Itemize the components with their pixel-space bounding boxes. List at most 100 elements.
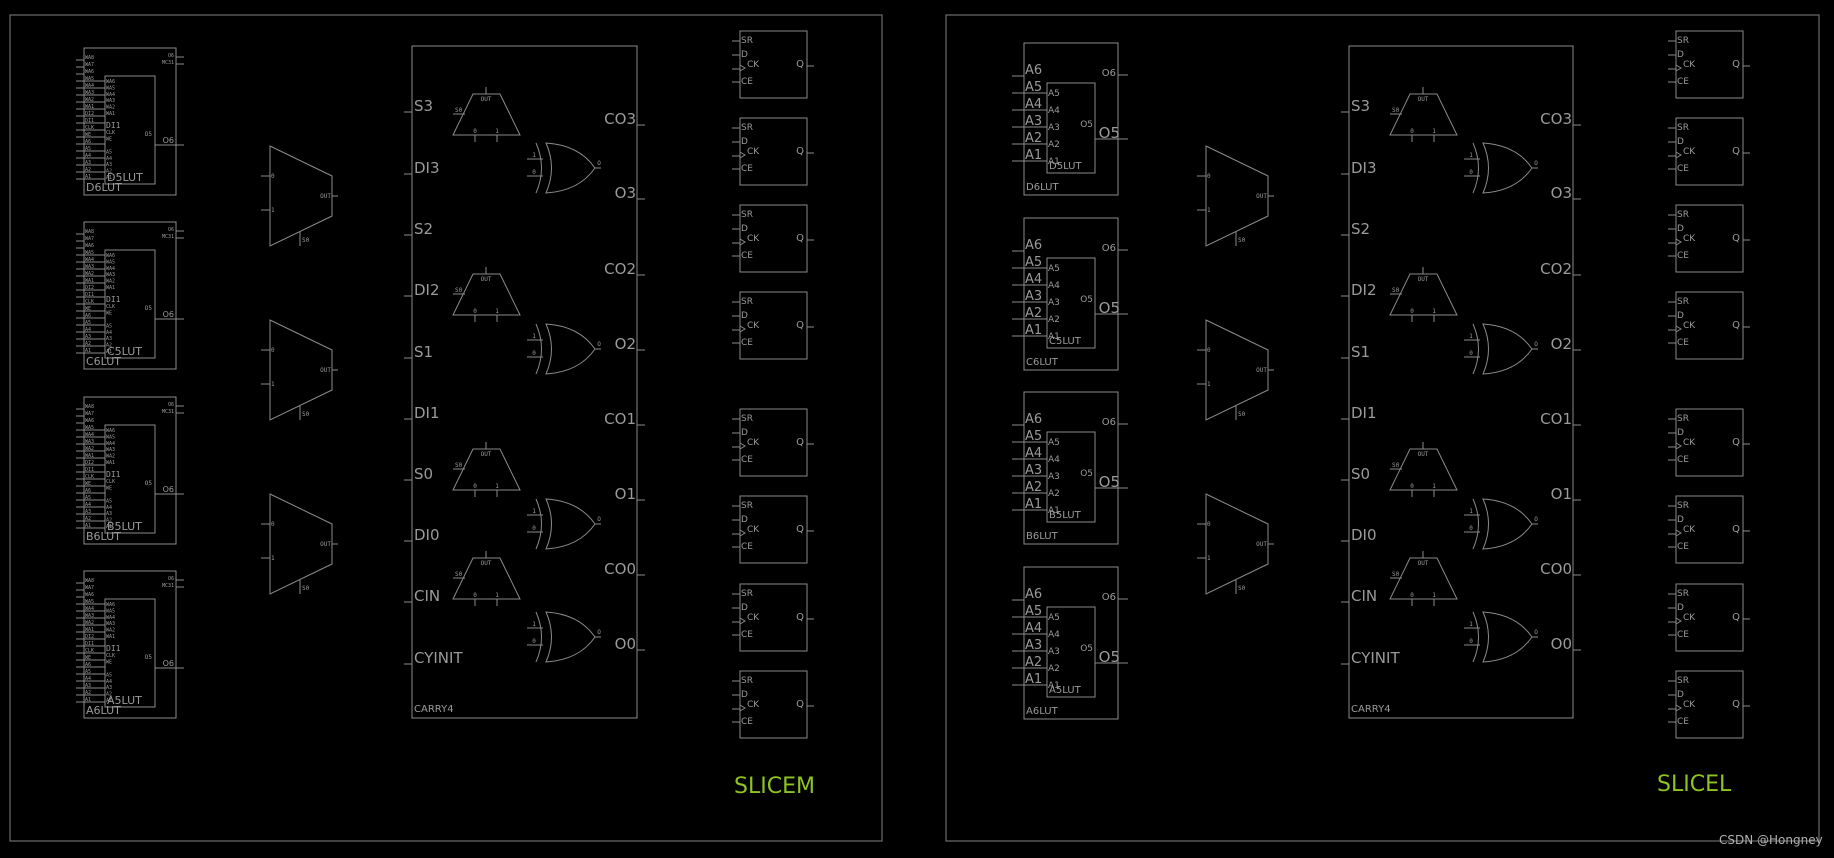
xor-shape xyxy=(545,142,596,194)
pin-label: S0 xyxy=(302,237,310,244)
pin-label: WA4 xyxy=(85,257,94,263)
pin-label: WA3 xyxy=(85,264,94,270)
pin-label: 0 xyxy=(532,350,536,357)
pin-label: S0 xyxy=(302,585,310,592)
pin-label: A5 xyxy=(106,323,112,329)
lut5-name: B5LUT xyxy=(107,520,142,533)
pin-label: DI1 xyxy=(85,641,94,647)
lut5-name: A5LUT xyxy=(107,694,142,707)
pin-label: 1 xyxy=(1207,555,1211,562)
lut5-box xyxy=(1046,82,1096,174)
pin-label: A5 xyxy=(85,146,91,152)
pin-label: A1 xyxy=(1048,157,1060,167)
pin-label: WA4 xyxy=(106,92,115,98)
pin-label: O0 xyxy=(615,635,636,653)
pin-label: CK xyxy=(1683,700,1696,710)
xor-back-curve xyxy=(1472,142,1479,194)
pin-label: O xyxy=(597,160,601,167)
pin-label: A5 xyxy=(1025,604,1042,619)
pin-label: A6 xyxy=(85,313,91,319)
pin-label: A3 xyxy=(106,336,112,342)
pin-label: WA5 xyxy=(85,599,94,605)
pin-label: WE xyxy=(106,486,112,492)
pin-label: D xyxy=(741,137,748,147)
pin-label: 1 xyxy=(532,621,536,628)
pin-label: SR xyxy=(1677,676,1689,686)
pin-label: WA1 xyxy=(85,278,94,284)
lut5-name: C5LUT xyxy=(1049,336,1082,347)
flipflop-box xyxy=(1675,204,1744,273)
pin-label: CIN xyxy=(1351,587,1377,605)
pin-label: S0 xyxy=(1392,107,1400,114)
pin-label: WA8 xyxy=(85,55,94,61)
pin-label: WA2 xyxy=(85,271,94,277)
pin-label: WA6 xyxy=(106,79,115,85)
pin-label: 1 xyxy=(1432,308,1436,315)
clock-triangle-icon xyxy=(1675,64,1682,72)
pin-label: SR xyxy=(1677,210,1689,220)
pin-label: SR xyxy=(741,501,753,511)
pin-label: A2 xyxy=(85,341,91,347)
pin-label: O6 xyxy=(1102,417,1116,428)
pin-label: 1 xyxy=(495,483,499,490)
pin-label: O xyxy=(597,341,601,348)
flipflop-box xyxy=(739,583,808,652)
pin-label: WA7 xyxy=(85,236,94,242)
pin-label: A5 xyxy=(1048,264,1060,274)
pin-label: WA6 xyxy=(85,243,94,249)
pin-label: A5 xyxy=(85,495,91,501)
flipflop-box xyxy=(739,670,808,739)
pin-label: A2 xyxy=(1048,489,1060,499)
clock-triangle-icon xyxy=(1675,704,1682,712)
pin-label: O5 xyxy=(1099,299,1120,317)
pin-label: OUT xyxy=(1256,541,1267,548)
pin-label: O5 xyxy=(1080,469,1093,479)
pin-label: O6 xyxy=(168,576,174,582)
pin-label: A6 xyxy=(85,662,91,668)
clock-triangle-icon xyxy=(739,442,746,450)
pin-label: WA1 xyxy=(106,285,115,291)
pin-label: WA6 xyxy=(85,418,94,424)
pin-label: CIN xyxy=(414,587,440,605)
flipflop-box xyxy=(739,495,808,564)
pin-label: A2 xyxy=(1025,655,1042,670)
pin-label: 0 xyxy=(1410,308,1414,315)
pin-label: WA8 xyxy=(85,404,94,410)
pin-label: O5 xyxy=(145,305,153,312)
pin-label: WA6 xyxy=(85,69,94,75)
pin-label: S0 xyxy=(1238,237,1246,244)
pin-label: CLK xyxy=(85,648,94,654)
pin-label: CK xyxy=(747,234,760,244)
pin-label: A2 xyxy=(85,167,91,173)
pin-label: CO3 xyxy=(1540,110,1572,128)
pin-label: D xyxy=(741,311,748,321)
pin-label: A2 xyxy=(1048,315,1060,325)
pin-label: A2 xyxy=(1025,306,1042,321)
pin-label: WA5 xyxy=(85,250,94,256)
pin-label: S0 xyxy=(1392,287,1400,294)
pin-label: A4 xyxy=(1048,630,1060,640)
carry-mux xyxy=(1389,93,1458,136)
pin-label: WA8 xyxy=(85,578,94,584)
pin-label: CLK xyxy=(106,479,115,485)
clock-triangle-icon xyxy=(1675,442,1682,450)
pin-label: O5 xyxy=(145,480,153,487)
flipflop-box xyxy=(1675,495,1744,564)
pin-label: A1 xyxy=(85,523,91,529)
pin-label: S3 xyxy=(414,97,433,115)
pin-label: WA3 xyxy=(106,98,115,104)
pin-label: WE xyxy=(106,660,112,666)
pin-label: WE xyxy=(85,306,91,312)
pin-label: WA3 xyxy=(85,90,94,96)
lut5-box xyxy=(1046,431,1096,523)
pin-label: DI1 xyxy=(106,644,121,653)
xor-back-curve xyxy=(535,498,542,550)
clock-triangle-icon xyxy=(739,238,746,246)
pin-label: DI1 xyxy=(85,467,94,473)
lut6-box xyxy=(83,396,177,545)
clock-triangle-icon xyxy=(739,64,746,72)
